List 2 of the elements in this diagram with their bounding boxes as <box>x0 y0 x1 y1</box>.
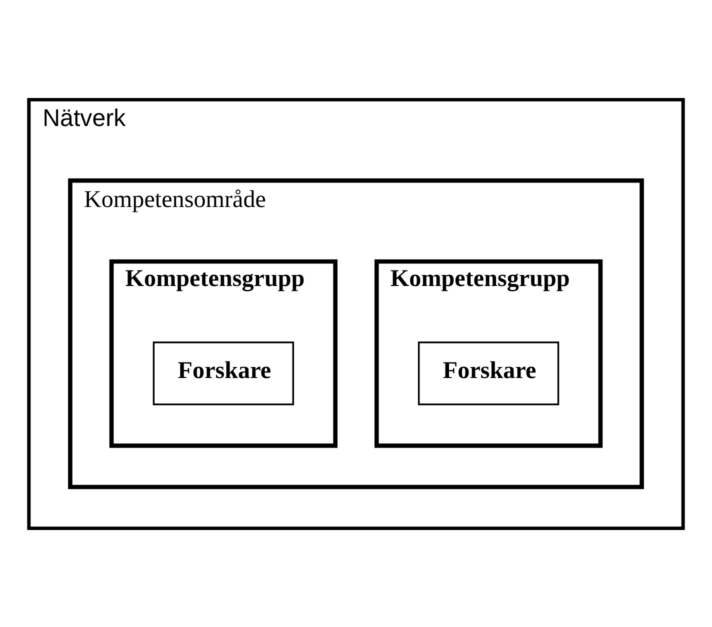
node-box: Forskare <box>152 341 294 405</box>
node-box: Forskare <box>418 341 560 405</box>
